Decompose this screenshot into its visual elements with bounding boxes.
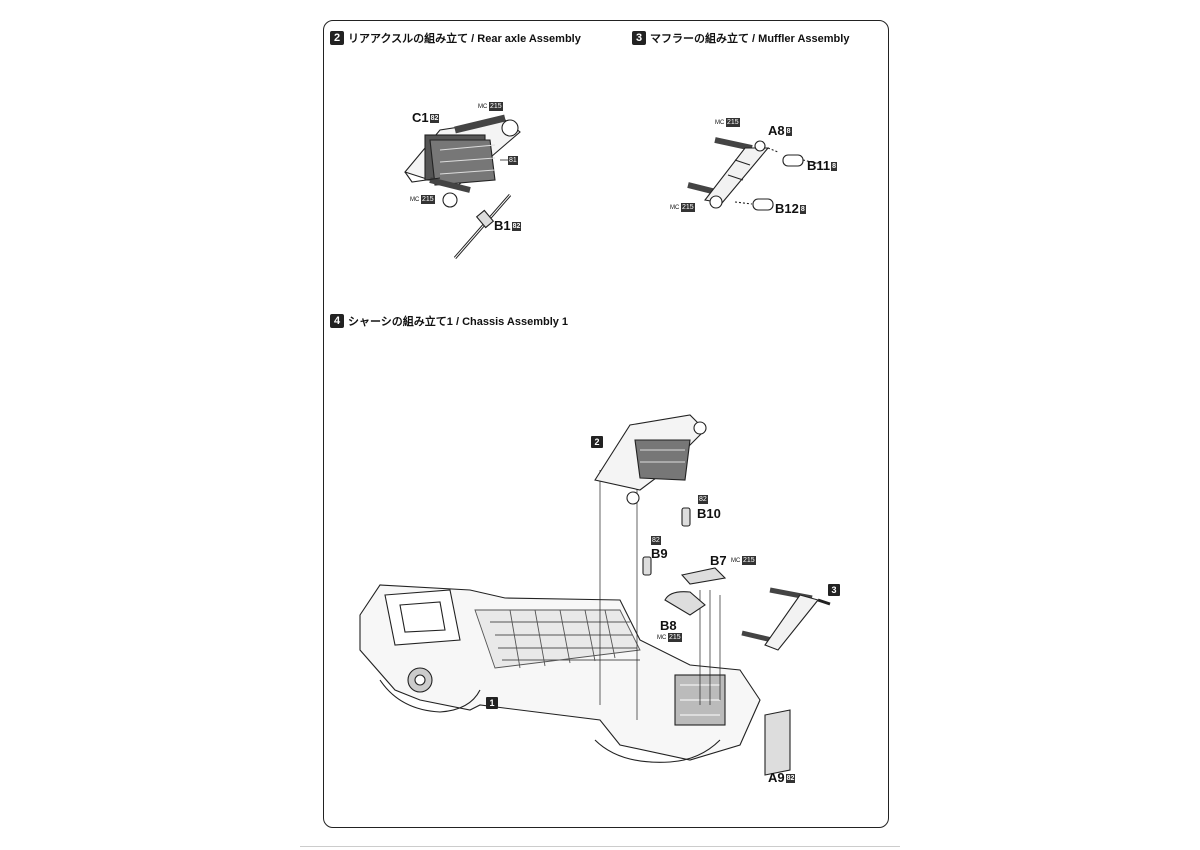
mc-215-label-b7: MC 215	[731, 556, 756, 565]
mc-215-label-bottom: MC 215	[410, 195, 435, 204]
part-b9-tag: 82	[651, 536, 661, 545]
step-2-title: リアアクスルの組み立て / Rear axle Assembly	[348, 33, 581, 45]
chassis-drawing	[359, 414, 831, 776]
step-4-title: シャーシの組み立て1 / Chassis Assembly 1	[348, 316, 569, 328]
mc-215-label-b8: MC 215	[657, 633, 682, 642]
callout-step-2: 2	[591, 436, 603, 448]
part-b10-label: B10	[697, 506, 721, 521]
step-4-header: 4 シャーシの組み立て1 / Chassis Assembly 1	[330, 313, 568, 329]
step-2-header: 2 リアアクスルの組み立て / Rear axle Assembly	[330, 30, 581, 46]
step-3-title: マフラーの組み立て / Muffler Assembly	[650, 33, 850, 45]
callout-step-3: 3	[828, 584, 840, 596]
callout-part-1: 1	[486, 697, 498, 709]
part-b8-label: B8	[660, 618, 677, 633]
step-3-header: 3 マフラーの組み立て / Muffler Assembly	[632, 30, 849, 46]
part-b7-label: B7	[710, 553, 727, 568]
mc-215-label-muffler-bottom: MC 215	[670, 203, 695, 212]
step-4-number: 4	[330, 314, 344, 328]
rear-axle-drawing	[404, 114, 521, 259]
page-bottom-rule	[300, 846, 900, 847]
part-81-tag: 81	[508, 156, 518, 165]
muffler-drawing	[687, 137, 821, 211]
step-2-number: 2	[330, 31, 344, 45]
step-3-number: 3	[632, 31, 646, 45]
part-b9-label: B9	[651, 546, 668, 561]
mc-215-label-muffler-top: MC 215	[715, 118, 740, 127]
part-b10-tag: 82	[698, 495, 708, 504]
mc-215-label-top: MC 215	[478, 102, 503, 111]
